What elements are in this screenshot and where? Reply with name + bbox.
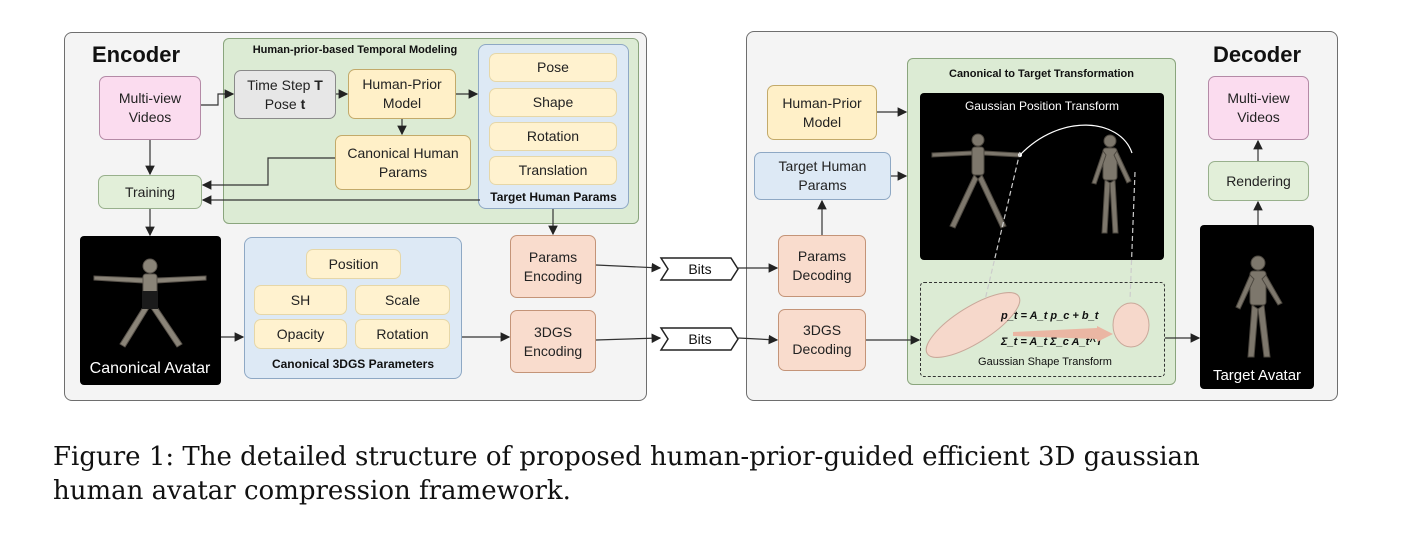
gd-line2: Decoding bbox=[792, 341, 852, 357]
pose-line: Pose t bbox=[264, 95, 306, 112]
decoder-human-prior-model: Human-Prior Model bbox=[767, 85, 877, 140]
canonical-avatar-image: Canonical Avatar bbox=[80, 236, 221, 385]
target-avatar-figure: Target Avatar bbox=[1213, 255, 1301, 384]
pe-line2: Encoding bbox=[523, 267, 583, 284]
gs-param-rotation: Rotation bbox=[355, 319, 450, 349]
shape-transform-figure: p_t = A_t p_c + b_t Σ_t = A_t Σ_c A_t^T … bbox=[925, 292, 1150, 368]
canonical-to-target-title: Canonical to Target Transformation bbox=[949, 68, 1134, 80]
multiview-videos-input: Multi-view Videos bbox=[99, 76, 201, 140]
target-param-shape: Shape bbox=[489, 88, 617, 117]
hp-line2: Model bbox=[382, 95, 422, 111]
equation-position: p_t = A_t p_c + b_t bbox=[1000, 310, 1100, 322]
dthp-line1: Target Human bbox=[778, 158, 867, 175]
dhp-line1: Human-Prior bbox=[782, 94, 862, 111]
figure-caption-line2: human avatar compression framework. bbox=[53, 476, 571, 506]
encoder-title: Encoder bbox=[92, 42, 181, 67]
gaussian-position-transform-image: Gaussian Position Transform bbox=[920, 93, 1164, 260]
ge-line1: 3DGS bbox=[533, 323, 573, 340]
bits-upper-shape bbox=[659, 257, 739, 281]
params-decoding-box: Params Decoding bbox=[778, 235, 866, 297]
bits-shapes: Bits Bits bbox=[659, 257, 739, 351]
target-avatar-image: Target Avatar bbox=[1200, 225, 1314, 389]
position-transform-figure: Gaussian Position Transform bbox=[931, 99, 1133, 234]
multiview-line2: Videos bbox=[128, 109, 172, 125]
decoder-target-human-params: Target Human Params bbox=[754, 152, 891, 200]
training-box: Training bbox=[98, 175, 202, 209]
gs-param-position: Position bbox=[306, 249, 401, 279]
bits-lower-label: Bits bbox=[688, 331, 711, 347]
ge-line2: Encoding bbox=[523, 342, 583, 359]
gs-param-opacity: Opacity bbox=[254, 319, 347, 349]
target-avatar-label: Target Avatar bbox=[1213, 367, 1301, 384]
canonical-avatar-label: Canonical Avatar bbox=[90, 360, 211, 377]
position-transform-label: Gaussian Position Transform bbox=[965, 99, 1119, 113]
equation-covariance: Σ_t = A_t Σ_c A_t^T bbox=[1000, 336, 1104, 348]
temporal-modeling-title: Human-prior-based Temporal Modeling bbox=[252, 44, 458, 56]
timestep-line: Time Step T bbox=[247, 76, 323, 93]
dmv-line1: Multi-view bbox=[1227, 90, 1290, 107]
multiview-line1: Multi-view bbox=[118, 90, 182, 107]
figure-caption-line1: Figure 1: The detailed structure of prop… bbox=[53, 442, 1200, 472]
chp-line2: Params bbox=[378, 163, 428, 180]
gaussian-shape-transform-region: p_t = A_t p_c + b_t Σ_t = A_t Σ_c A_t^T … bbox=[920, 282, 1165, 377]
canonical-3dgs-params-title: Canonical 3DGS Parameters bbox=[271, 357, 435, 371]
gs-encoding-box: 3DGS Encoding bbox=[510, 310, 596, 373]
target-human-params-title: Target Human Params bbox=[490, 190, 617, 204]
bits-lower-shape bbox=[659, 327, 739, 351]
timestep-pose-box: Time Step T Pose t bbox=[234, 70, 336, 119]
canonical-avatar-figure: Canonical Avatar bbox=[90, 258, 211, 377]
params-encoding-box: Params Encoding bbox=[510, 235, 596, 298]
shape-transform-label: Gaussian Shape Transform bbox=[978, 356, 1112, 368]
hp-line1: Human-Prior bbox=[362, 76, 442, 93]
canonical-human-params: Canonical Human Params bbox=[335, 135, 471, 190]
gs-param-scale: Scale bbox=[355, 285, 450, 315]
decoder-title: Decoder bbox=[1213, 42, 1302, 67]
pe-line1: Params bbox=[528, 248, 578, 265]
target-param-rotation: Rotation bbox=[489, 122, 617, 151]
gs-decoding-box: 3DGS Decoding bbox=[778, 309, 866, 371]
gs-param-sh: SH bbox=[254, 285, 347, 315]
gd-line1: 3DGS bbox=[802, 322, 842, 339]
encoder-human-prior-model: Human-Prior Model bbox=[348, 69, 456, 119]
target-param-translation: Translation bbox=[489, 156, 617, 185]
chp-line1: Canonical Human bbox=[347, 144, 459, 161]
pd-line2: Decoding bbox=[792, 267, 852, 283]
dmv-line2: Videos bbox=[1237, 109, 1280, 125]
target-param-pose: Pose bbox=[489, 53, 617, 82]
decoder-multiview-videos: Multi-view Videos bbox=[1208, 76, 1309, 140]
dthp-line2: Params bbox=[798, 177, 847, 193]
bits-upper-label: Bits bbox=[688, 261, 711, 277]
pd-line1: Params bbox=[797, 248, 847, 265]
rendering-box: Rendering bbox=[1208, 161, 1309, 201]
dhp-line2: Model bbox=[802, 113, 842, 130]
